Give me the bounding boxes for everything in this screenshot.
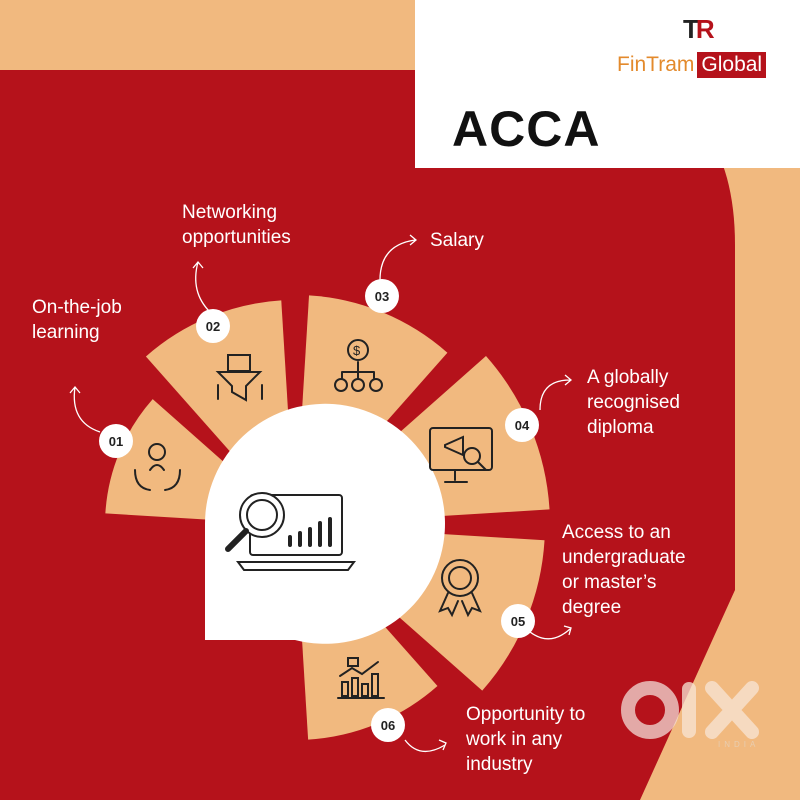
olx-watermark xyxy=(621,681,759,739)
item-number-03: 03 xyxy=(365,279,399,313)
laptop-magnifier-icon xyxy=(225,492,356,571)
item-number-04: 04 xyxy=(505,408,539,442)
arrow-03 xyxy=(379,234,418,281)
item-number-01: 01 xyxy=(99,424,133,458)
header-box xyxy=(415,0,800,168)
money-distribution-icon: $ xyxy=(334,339,383,392)
arrow-06 xyxy=(404,739,447,752)
hands-people-icon xyxy=(134,443,181,491)
arrow-05 xyxy=(529,625,572,640)
arrow-01 xyxy=(69,385,101,433)
logo-name-part2: Global xyxy=(697,52,767,78)
award-badge-icon xyxy=(438,559,482,618)
svg-text:$: $ xyxy=(353,343,361,358)
monitor-megaphone-icon xyxy=(429,427,493,483)
page-title: ACCA xyxy=(452,101,601,157)
item-label-03: Salary xyxy=(430,230,484,251)
funnel-icon xyxy=(215,354,263,402)
growth-chart-icon xyxy=(337,657,385,699)
olx-watermark-sub: INDIA xyxy=(718,740,760,749)
center-white-drop xyxy=(204,403,445,644)
fintram-logo: TR FinTram Global xyxy=(617,14,789,84)
item-number-02: 02 xyxy=(196,309,230,343)
item-number-06: 06 xyxy=(371,708,405,742)
logo-mark: TR xyxy=(683,14,715,44)
logo-name-part1: FinTram xyxy=(617,53,695,76)
arrow-04 xyxy=(539,374,573,411)
item-number-05: 05 xyxy=(501,604,535,638)
arrow-02 xyxy=(192,260,211,313)
